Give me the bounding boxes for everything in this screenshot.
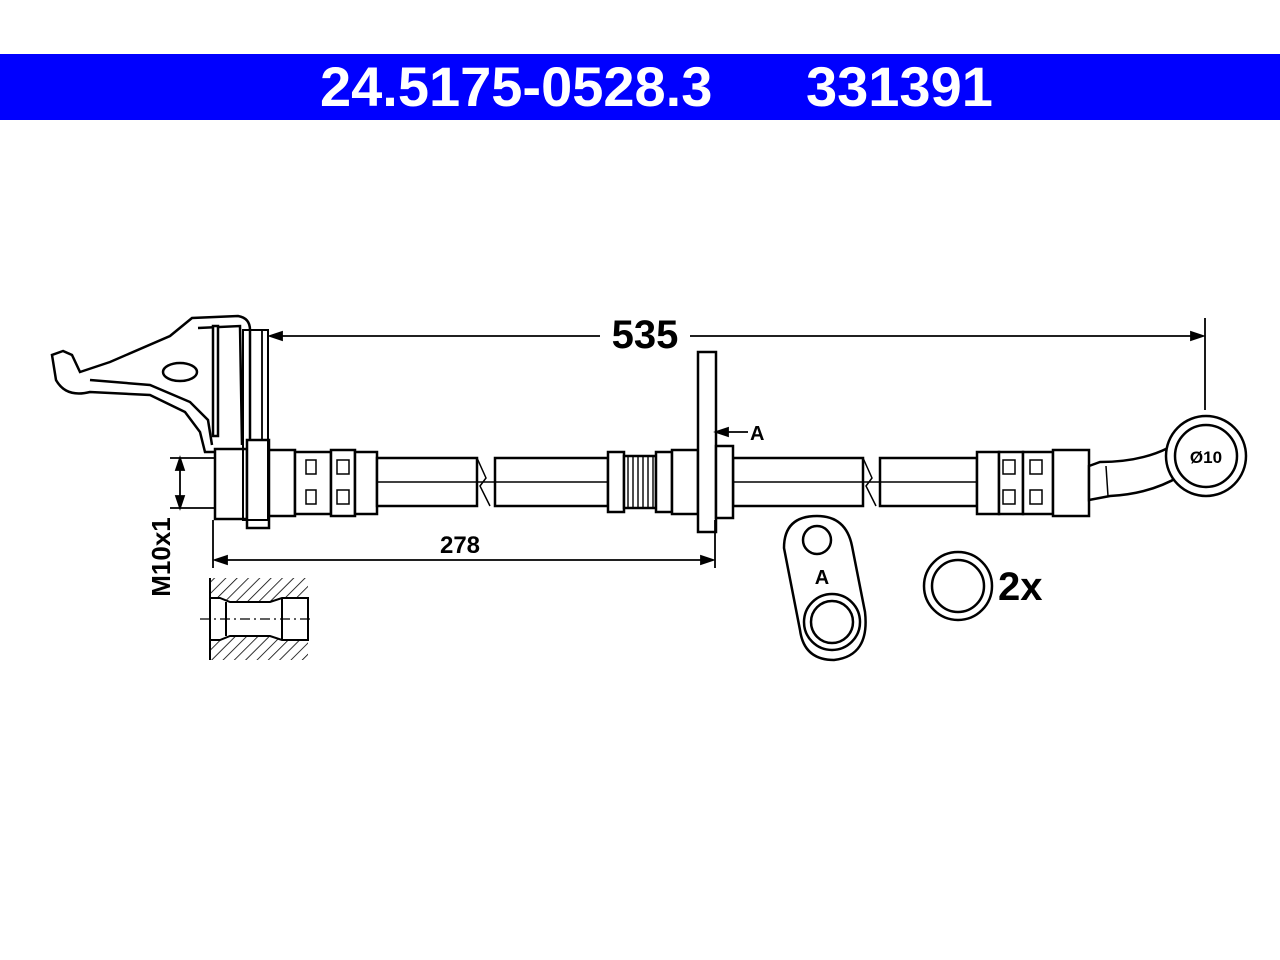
- banjo-eye: [1164, 414, 1248, 498]
- middle-coupling: [606, 350, 735, 534]
- eye-diameter-label: Ø10: [1190, 448, 1222, 467]
- reference-number: 331391: [806, 55, 993, 118]
- washer-quantity-label: 2x: [998, 565, 1043, 609]
- dimension-thread: [170, 455, 214, 511]
- bracket-distance-label: 278: [440, 532, 480, 559]
- hose-left-fitting: [213, 329, 379, 530]
- thread-label: M10x1: [146, 517, 176, 597]
- mounting-bracket: [50, 314, 252, 454]
- part-number: 24.5175-0528.3: [320, 55, 713, 118]
- dimension-total-length: [261, 318, 1206, 445]
- thread-section-detail: [200, 578, 312, 660]
- sealing-washer: [922, 550, 994, 622]
- bracket-plate-detail: [782, 514, 867, 662]
- dimension-bracket-distance: [212, 520, 716, 568]
- total-length-label: 535: [612, 313, 679, 357]
- bracket-marker-arrow: [713, 426, 748, 438]
- hose-right-fitting: [975, 446, 1182, 518]
- detail-label: A: [815, 567, 829, 589]
- header-bar: 24.5175-0528.3 331391: [0, 54, 1280, 120]
- bracket-marker-label: A: [750, 423, 764, 445]
